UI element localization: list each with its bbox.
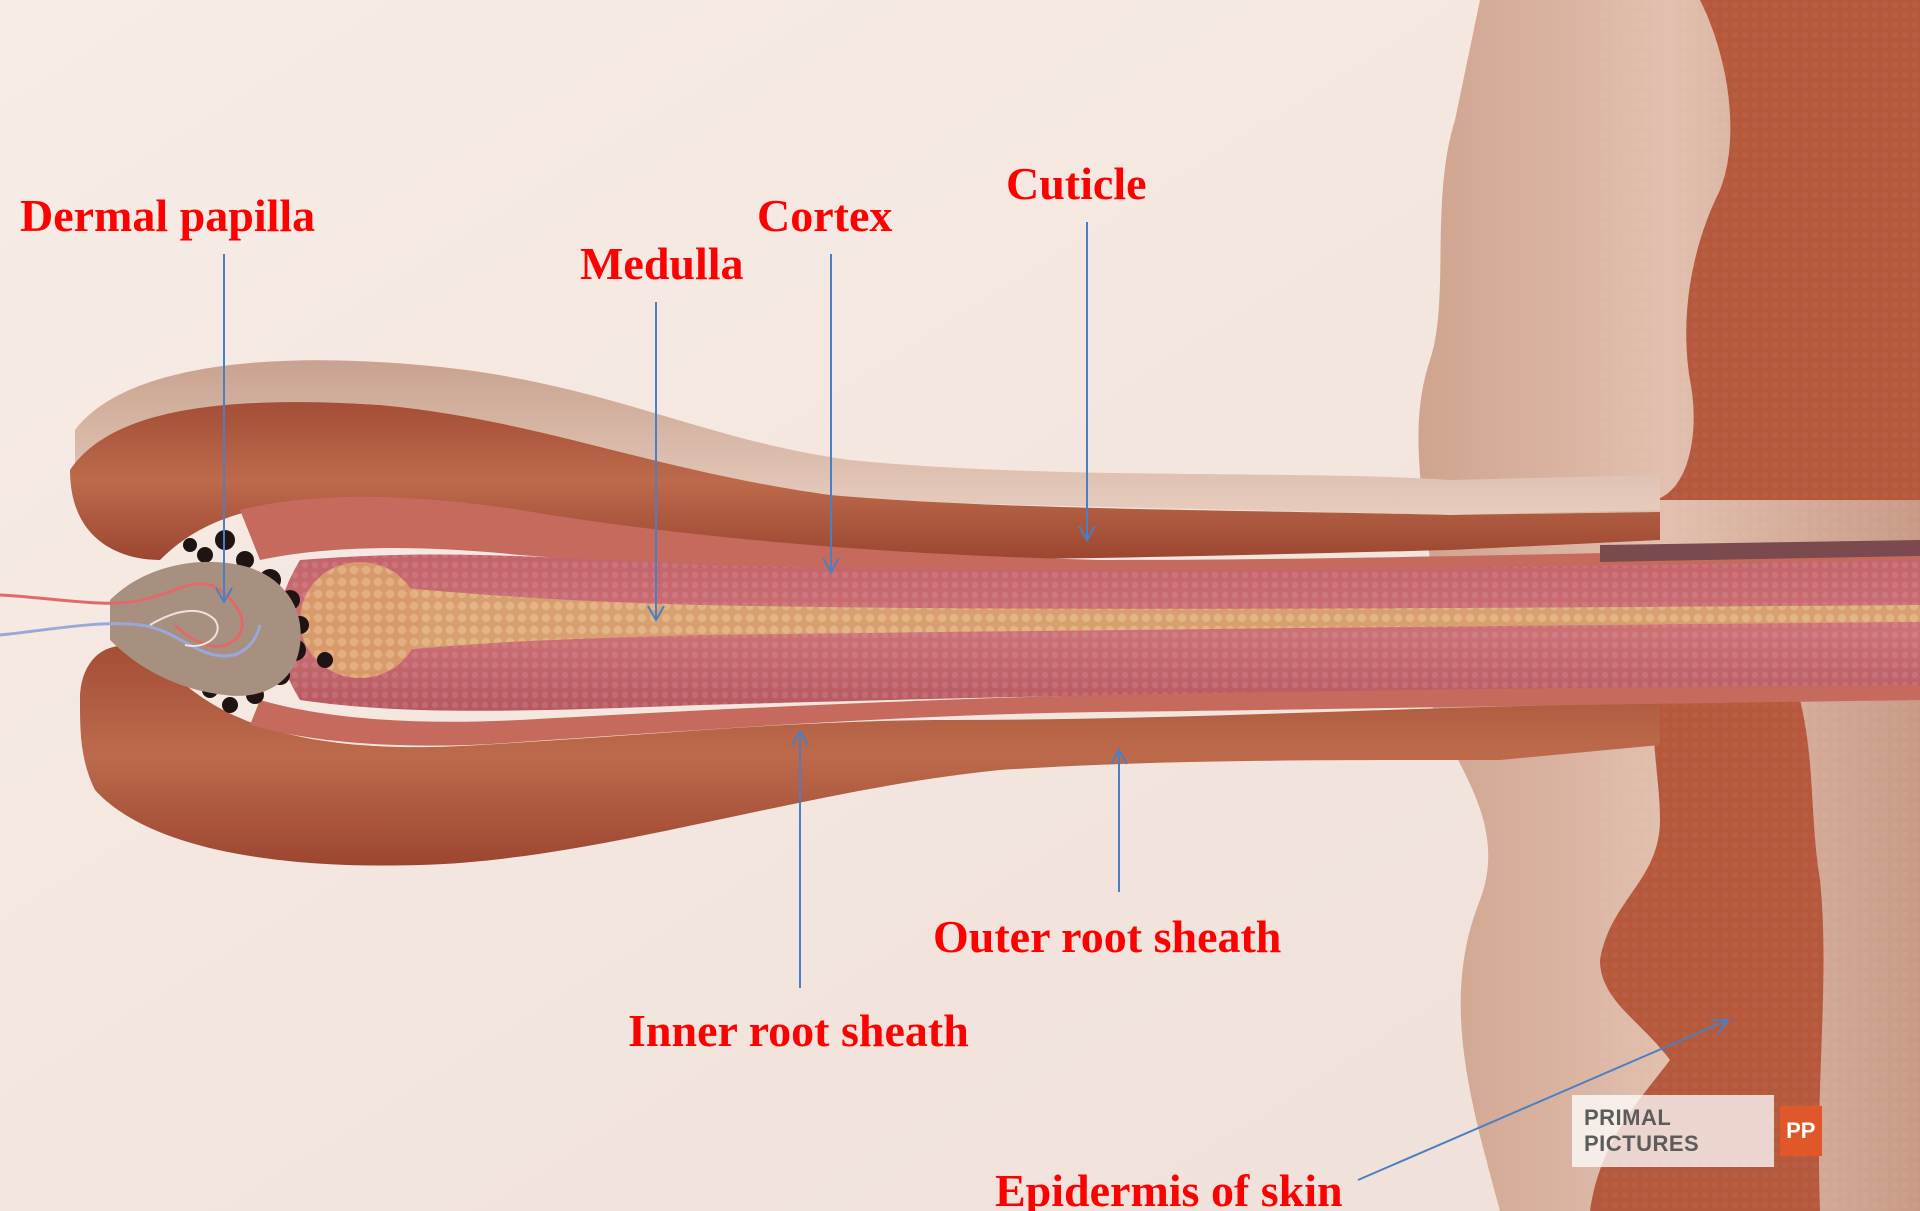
primal-pictures-logo-icon: PP [1780,1106,1823,1156]
epidermis-label: Epidermis of skin [995,1168,1343,1211]
cuticle-label: Cuticle [1006,161,1147,207]
primal-pictures-watermark: PRIMAL PICTURES PP [1572,1105,1822,1157]
outer-root-sheath-label: Outer root sheath [933,914,1281,960]
dermal-papilla-label: Dermal papilla [20,193,315,239]
cortex-label: Cortex [757,193,892,239]
watermark-text: PRIMAL PICTURES [1572,1095,1774,1167]
inner-root-sheath-label: Inner root sheath [628,1008,969,1054]
medulla-label: Medulla [580,241,744,287]
